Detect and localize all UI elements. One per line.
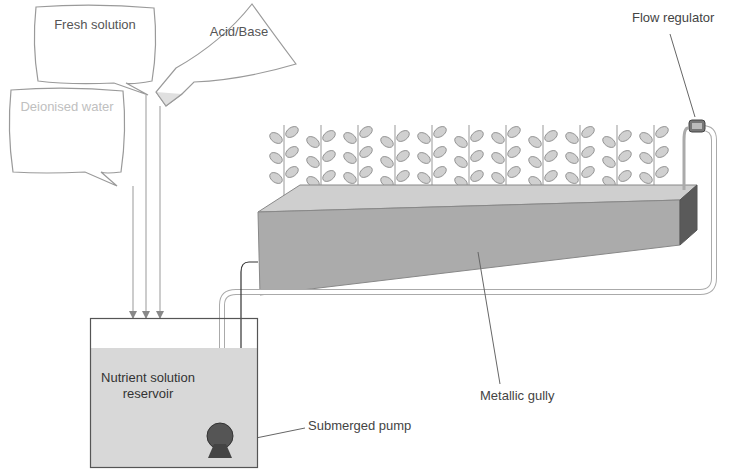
speech-bubble-path: [9, 88, 124, 186]
leaf: [654, 144, 671, 159]
feed-line: [159, 106, 160, 318]
leaf: [506, 164, 523, 179]
leaf: [638, 130, 655, 145]
leaf: [358, 144, 375, 159]
leaf: [305, 154, 322, 169]
leaf: [395, 128, 412, 143]
callout-label: Metallic gully: [480, 388, 554, 404]
tank-water: [91, 348, 258, 468]
leaf: [268, 130, 285, 145]
leaf: [617, 168, 634, 183]
leader-line: [478, 252, 500, 384]
leaf: [543, 128, 560, 143]
flask-shape-outline: [152, 2, 302, 106]
leaf: [564, 150, 581, 165]
leaf: [506, 144, 523, 159]
plant-stem: [284, 125, 285, 198]
leaf: [543, 168, 560, 183]
leader-line: [256, 428, 305, 438]
flask-shape-path: [156, 4, 296, 106]
leaf: [432, 164, 449, 179]
leaf: [469, 168, 486, 183]
flask-shape: Acid/Base: [152, 2, 302, 106]
gully-end: [680, 185, 697, 245]
leaf: [490, 170, 507, 185]
leaf: [342, 130, 359, 145]
node-label: Deionised water: [11, 99, 123, 115]
tank-wall: [91, 319, 258, 468]
tank-outline: [90, 318, 258, 468]
speech-bubble: Deionised water: [5, 86, 129, 186]
leaf: [395, 168, 412, 183]
leaf: [416, 170, 433, 185]
leaf: [284, 124, 301, 139]
feed-tube: [222, 128, 714, 428]
leaf: [527, 154, 544, 169]
leaf: [490, 130, 507, 145]
leaf: [543, 148, 560, 163]
leaf: [654, 164, 671, 179]
feed-tube-bore: [222, 128, 714, 428]
leaf: [321, 128, 338, 143]
leaf: [490, 150, 507, 165]
speech-bubble: Fresh solution: [30, 3, 160, 95]
leaf: [638, 150, 655, 165]
callout-label: Flow regulator: [632, 10, 714, 26]
leaf: [321, 148, 338, 163]
leaf: [617, 128, 634, 143]
leaf: [469, 148, 486, 163]
leaf: [432, 144, 449, 159]
leaf: [416, 150, 433, 165]
flow-regulator-knob: [692, 123, 702, 129]
leaf: [564, 170, 581, 185]
leaf: [601, 134, 618, 149]
leaf: [654, 124, 671, 139]
callout-label: Submerged pump: [308, 418, 411, 434]
leaf: [379, 134, 396, 149]
node-label: Nutrient solution reservoir: [98, 370, 198, 402]
leaf: [395, 148, 412, 163]
speech-bubble-outline: [30, 3, 160, 95]
leaf: [284, 144, 301, 159]
leaf: [580, 124, 597, 139]
leader-line: [670, 34, 695, 117]
leaf: [379, 154, 396, 169]
leaf: [601, 154, 618, 169]
speech-bubble-path: [34, 5, 155, 95]
leaf: [268, 170, 285, 185]
leaf: [268, 150, 285, 165]
leaf: [432, 124, 449, 139]
leaf: [506, 124, 523, 139]
leaf: [358, 124, 375, 139]
reservoir-tank: Nutrient solution reservoir: [90, 318, 258, 468]
flow-regulator: [689, 120, 705, 132]
leaf: [453, 134, 470, 149]
leaf: [305, 134, 322, 149]
leaf: [580, 164, 597, 179]
leaf: [580, 144, 597, 159]
leaf: [638, 170, 655, 185]
leaf: [416, 130, 433, 145]
feed-tube-drop: [684, 128, 688, 190]
leaf: [342, 170, 359, 185]
flask-neck: [156, 92, 182, 106]
feed-line: [132, 186, 133, 318]
pump-base: [208, 444, 232, 458]
leaf: [617, 148, 634, 163]
node-label: Fresh solution: [36, 17, 154, 33]
feed-line: [145, 95, 146, 318]
gully-front: [258, 200, 680, 295]
leaf: [321, 168, 338, 183]
leaf: [342, 150, 359, 165]
leaf: [527, 134, 544, 149]
leaf: [564, 130, 581, 145]
leaf: [284, 164, 301, 179]
leaf: [469, 128, 486, 143]
leaf: [453, 154, 470, 169]
leaf: [358, 164, 375, 179]
node-label: Acid/Base: [186, 24, 292, 40]
